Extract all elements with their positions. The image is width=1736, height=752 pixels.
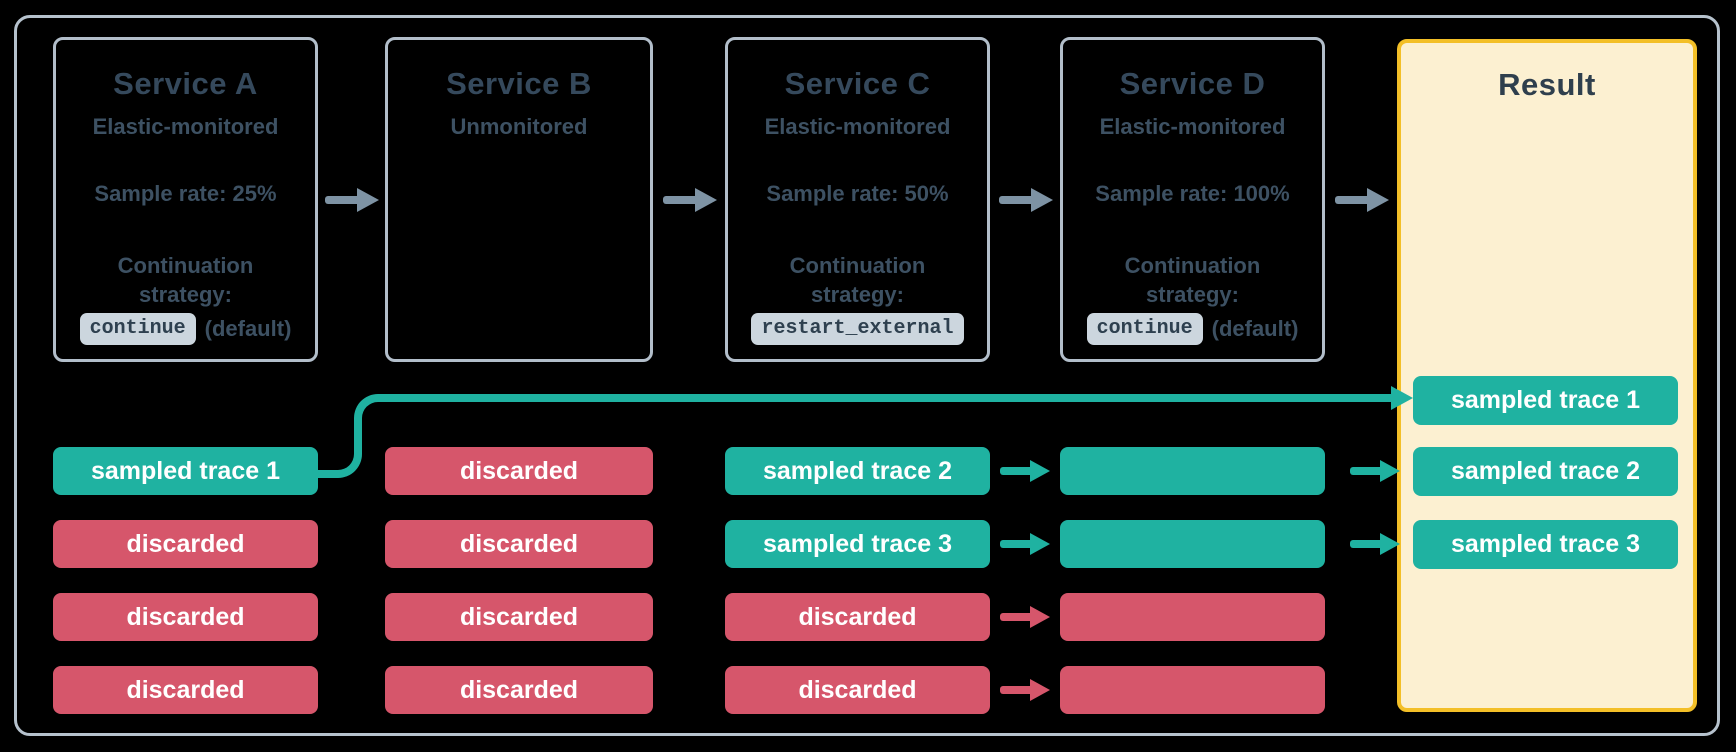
service-c-strategy-label-line1: Continuation <box>789 253 926 278</box>
service-d-subtitle: Elastic-monitored <box>1099 114 1286 139</box>
service-d-strategy-label-line2: strategy: <box>1146 282 1239 307</box>
trace-pill-service-a-row2: discarded <box>53 520 318 568</box>
trace-pill-service-c-row1: sampled trace 2 <box>725 447 990 495</box>
service-d-strategy-label-line1: Continuation <box>1124 253 1261 278</box>
service-c-strategy-value: restart_external <box>728 310 987 348</box>
service-a-subtitle: Elastic-monitored <box>92 114 279 139</box>
trace-arrow-c-to-d-row3-icon <box>1000 606 1056 628</box>
trace-pill-service-c-row2: sampled trace 3 <box>725 520 990 568</box>
service-d-strategy-chip: continue <box>1086 313 1203 345</box>
trace-pill-service-d-row2 <box>1060 520 1325 568</box>
trace-arrow-d-to-result-row2-icon <box>1350 533 1406 555</box>
service-d-sample-rate: Sample rate: 100% <box>1095 181 1290 206</box>
trace-pill-service-b-row3: discarded <box>385 593 653 641</box>
flow-arrow-b-to-c-icon <box>663 188 719 212</box>
service-d-strategy-default-note: (default) <box>1211 316 1299 341</box>
service-c-subtitle: Elastic-monitored <box>764 114 951 139</box>
trace-pill-service-a-row1: sampled trace 1 <box>53 447 318 495</box>
flow-arrow-a-to-b-icon <box>325 188 381 212</box>
result-box: Result <box>1397 39 1697 712</box>
service-a-title: Service A <box>113 66 258 101</box>
result-pill-sampled-trace-3: sampled trace 3 <box>1413 520 1678 569</box>
result-pill-sampled-trace-1: sampled trace 1 <box>1413 376 1678 425</box>
trace-arrow-c-to-d-row4-icon <box>1000 679 1056 701</box>
service-b-subtitle: Unmonitored <box>450 114 588 139</box>
connector-a-trace1-curve-lower <box>318 434 362 478</box>
service-a-sample-rate: Sample rate: 25% <box>94 181 277 206</box>
service-a-strategy-chip: continue <box>79 313 196 345</box>
service-a-box: Service A Elastic-monitored Sample rate:… <box>53 37 318 362</box>
result-pill-sampled-trace-2: sampled trace 2 <box>1413 447 1678 496</box>
service-d-title: Service D <box>1119 66 1266 101</box>
service-c-strategy-chip: restart_external <box>751 313 964 345</box>
service-a-strategy-value: continue (default) <box>56 310 315 348</box>
service-b-box: Service B Unmonitored <box>385 37 653 362</box>
service-d-strategy-value: continue (default) <box>1063 310 1322 348</box>
connector-a-trace1-line <box>354 394 1393 442</box>
service-c-strategy-label-line2: strategy: <box>811 282 904 307</box>
trace-pill-service-a-row3: discarded <box>53 593 318 641</box>
trace-pill-service-a-row4: discarded <box>53 666 318 714</box>
service-a-strategy-label-line2: strategy: <box>139 282 232 307</box>
service-c-box: Service C Elastic-monitored Sample rate:… <box>725 37 990 362</box>
trace-arrow-d-to-result-row1-icon <box>1350 460 1406 482</box>
connector-a-trace1-arrowhead-icon <box>1391 386 1413 410</box>
trace-pill-service-d-row4 <box>1060 666 1325 714</box>
diagram-outer-frame <box>14 15 1720 736</box>
trace-pill-service-b-row4: discarded <box>385 666 653 714</box>
service-c-sample-rate: Sample rate: 50% <box>766 181 949 206</box>
trace-pill-service-b-row2: discarded <box>385 520 653 568</box>
service-c-title: Service C <box>784 66 931 101</box>
service-d-box: Service D Elastic-monitored Sample rate:… <box>1060 37 1325 362</box>
flow-arrow-c-to-d-icon <box>999 188 1055 212</box>
flow-arrow-d-to-result-icon <box>1335 188 1391 212</box>
trace-arrow-c-to-d-row1-icon <box>1000 460 1056 482</box>
trace-pill-service-c-row3: discarded <box>725 593 990 641</box>
service-a-strategy-label-line1: Continuation <box>117 253 254 278</box>
trace-arrow-c-to-d-row2-icon <box>1000 533 1056 555</box>
trace-pill-service-d-row3 <box>1060 593 1325 641</box>
service-b-title: Service B <box>446 66 592 101</box>
trace-pill-service-b-row1: discarded <box>385 447 653 495</box>
result-title: Result <box>1498 67 1596 102</box>
trace-pill-service-d-row1 <box>1060 447 1325 495</box>
service-a-strategy-default-note: (default) <box>204 316 292 341</box>
trace-pill-service-c-row4: discarded <box>725 666 990 714</box>
